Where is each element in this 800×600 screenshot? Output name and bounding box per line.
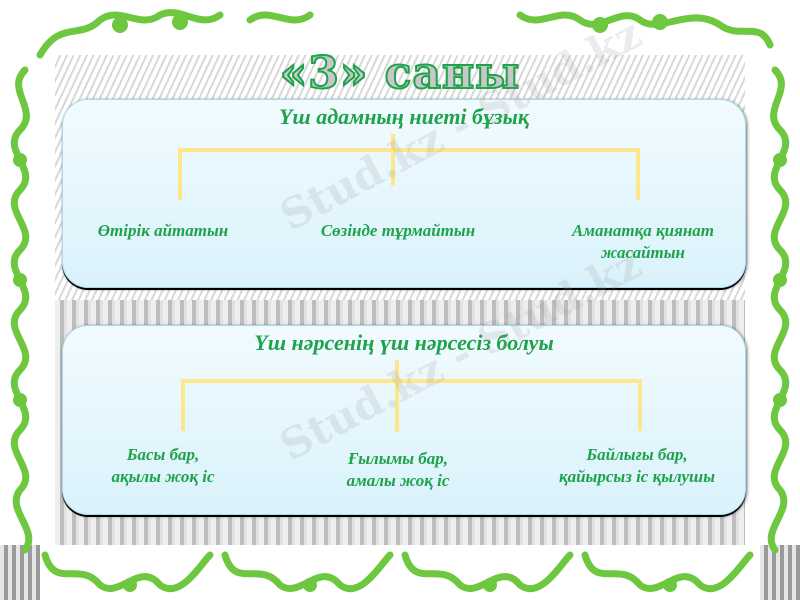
item-text: Өтірік айтатын — [97, 221, 229, 240]
item-line: Басы бар, — [126, 445, 200, 464]
info-box-1: Үш адамның ниеті бұзық Өтірік айтатын Сө… — [62, 99, 746, 288]
box-heading: Үш нәрсенің үш нәрсесіз болуы — [254, 330, 554, 355]
connector-vertical — [391, 134, 395, 186]
connector-right — [638, 379, 642, 431]
connector-right — [636, 148, 640, 200]
item-text: Ғылымы бар, амалы жоқ іс — [313, 448, 483, 492]
item-line: ақылы жоқ іс — [111, 467, 215, 486]
item-text: Байлығы бар, қайырсыз іс қылушы — [533, 444, 741, 488]
connector-left — [178, 148, 182, 200]
item-line: амалы жоқ іс — [346, 471, 450, 490]
item-line: қайырсыз іс қылушы — [558, 467, 716, 486]
connector-horizontal — [178, 148, 638, 152]
connector-left — [181, 379, 185, 431]
bottom-strip — [0, 545, 40, 600]
item-line: Аманатқа қиянат — [571, 221, 714, 240]
item-text: Сөзінде тұрмайтын — [320, 221, 476, 240]
item-line: Ғылымы бар, — [347, 449, 448, 468]
info-box-2: Үш нәрсенің үш нәрсесіз болуы Басы бар, … — [62, 325, 746, 515]
slide-title: «3» саны — [279, 47, 521, 100]
connector-horizontal — [181, 379, 641, 383]
item-text: Аманатқа қиянат жасайтын — [543, 220, 743, 264]
box-heading: Үш адамның ниеті бұзық — [278, 104, 530, 129]
item-text: Басы бар, ақылы жоқ іс — [83, 444, 243, 488]
item-line: Байлығы бар, — [586, 445, 688, 464]
connector-vertical — [395, 360, 399, 432]
bottom-strip — [760, 545, 800, 600]
item-line: жасайтын — [601, 243, 685, 262]
